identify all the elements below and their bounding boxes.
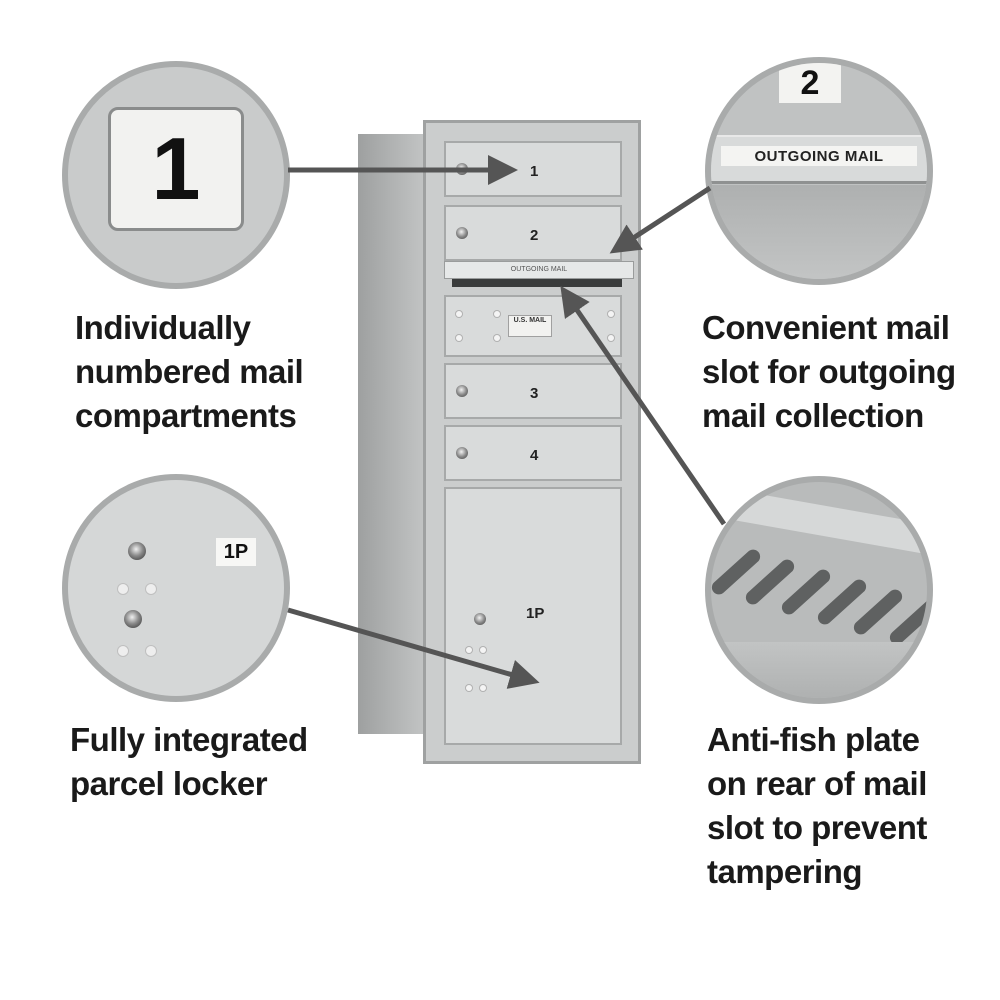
caption-numbered-compartments: Individually numbered mail compartments — [75, 306, 304, 438]
callout-outgoing-slot: 2 OUTGOING MAIL — [705, 57, 933, 285]
arrow-outgoing — [609, 185, 712, 254]
caption-line: on rear of mail — [707, 765, 927, 802]
parcel-tile: 1P — [216, 538, 256, 566]
rivet-icon — [456, 335, 462, 341]
door-number: 1 — [530, 163, 539, 180]
rivet-icon — [146, 646, 156, 656]
parcel-number: 1P — [526, 605, 545, 622]
caption-line: Anti-fish plate — [707, 721, 920, 758]
plate-lower — [711, 642, 927, 698]
rivet-icon — [118, 584, 128, 594]
slot-shadow — [711, 185, 927, 279]
door-number: 4 — [530, 447, 539, 464]
outgoing-slot-plate: OUTGOING MAIL — [711, 135, 927, 184]
rivet-icon — [466, 647, 472, 653]
caption-line: slot for outgoing — [702, 353, 956, 390]
door-number: 2 — [530, 227, 539, 244]
lock-icon — [456, 385, 468, 397]
compartment-door-4: 4 — [444, 425, 622, 481]
caption-line: slot to prevent — [707, 809, 927, 846]
caption-line: mail collection — [702, 397, 924, 434]
caption-anti-fish-plate: Anti-fish plate on rear of mail slot to … — [707, 718, 927, 894]
rivet-icon — [494, 335, 500, 341]
slot-opening — [452, 279, 622, 287]
caption-parcel-locker: Fully integrated parcel locker — [70, 718, 308, 806]
caption-line: Fully integrated — [70, 721, 308, 758]
caption-line: numbered mail — [75, 353, 304, 390]
caption-line: Convenient mail — [702, 309, 950, 346]
lock-icon — [124, 610, 142, 628]
caption-line: parcel locker — [70, 765, 268, 802]
caption-line: Individually — [75, 309, 251, 346]
caption-line: compartments — [75, 397, 297, 434]
rivet-icon — [146, 584, 156, 594]
callout-numbered-compartments: 1 — [62, 61, 290, 289]
caption-line: tampering — [707, 853, 863, 890]
callout-parcel-locker: 1P — [62, 474, 290, 702]
rivet-icon — [466, 685, 472, 691]
arrow-antifish — [560, 285, 727, 526]
rivet-icon — [118, 646, 128, 656]
rivet-icon — [480, 685, 486, 691]
lock-icon — [456, 447, 468, 459]
callout-anti-fish-plate — [705, 476, 933, 704]
rivet-icon — [456, 311, 462, 317]
lock-icon — [474, 613, 486, 625]
lock-icon — [456, 227, 468, 239]
arrow-parcel — [287, 607, 540, 689]
number-tile: 2 — [779, 63, 841, 103]
caption-outgoing-slot: Convenient mail slot for outgoing mail c… — [702, 306, 956, 438]
lock-icon — [128, 542, 146, 560]
outgoing-mail-label: OUTGOING MAIL — [721, 146, 917, 166]
parcel-locker-door: 1P — [444, 487, 622, 745]
outgoing-mail-slot: OUTGOING MAIL — [444, 261, 634, 279]
mailbox-unit: 1 2 OUTGOING MAIL U.S. MAIL 3 4 1P — [423, 120, 641, 764]
rivet-icon — [608, 335, 614, 341]
rivet-icon — [480, 647, 486, 653]
rivet-icon — [494, 311, 500, 317]
compartment-door-2: 2 — [444, 205, 622, 261]
door-number: 3 — [530, 385, 539, 402]
us-mail-label: U.S. MAIL — [508, 315, 552, 337]
number-tile: 1 — [108, 107, 244, 231]
compartment-door-3: 3 — [444, 363, 622, 419]
rivet-icon — [608, 311, 614, 317]
